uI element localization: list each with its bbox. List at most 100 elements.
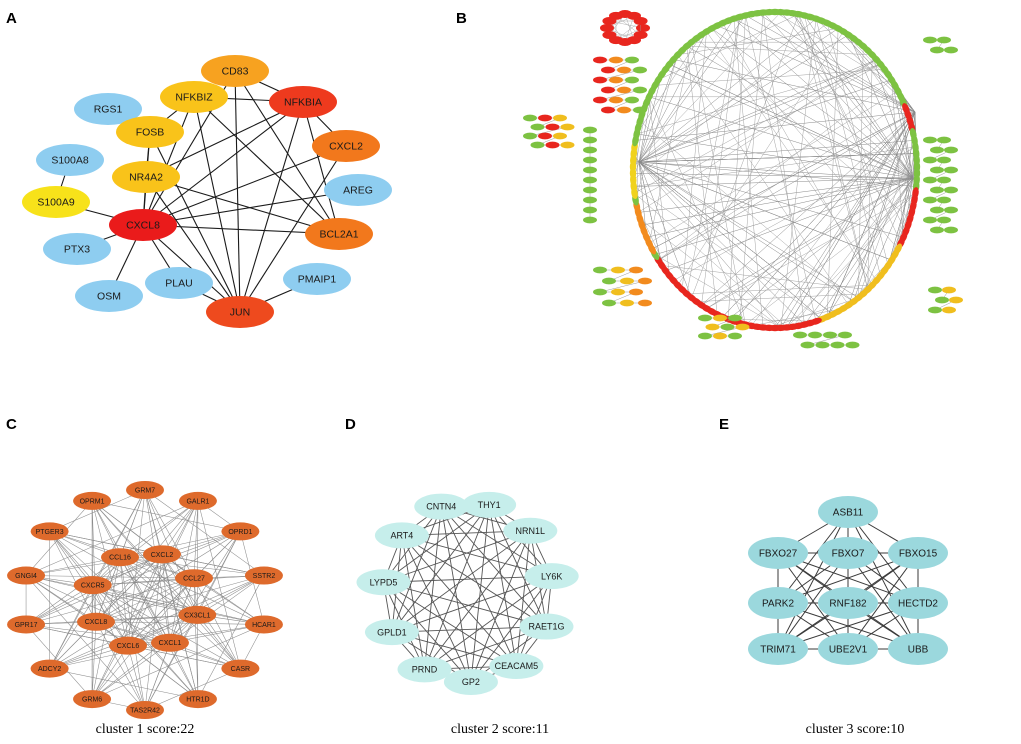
node-label: BCL2A1 [319,229,358,241]
network-edge [686,45,914,179]
network-node [629,266,643,274]
network-edge [887,177,914,266]
panel-c-node-oprd1: OPRD1 [221,522,260,541]
network-edge [686,46,718,315]
node-label: OSM [97,291,121,303]
node-label: RAET1G [528,622,564,632]
network-edge [843,31,912,128]
node-shape [748,587,808,619]
network-edge [25,575,171,644]
network-node [937,156,951,164]
network-edge [119,500,199,558]
network-edge [649,96,914,179]
network-edge [691,42,746,325]
node-label: CXCL6 [117,643,140,650]
network-edge [648,42,692,244]
node-shape [76,612,115,631]
node-shape [221,659,260,678]
network-edge [144,554,163,711]
network-edge [706,192,916,309]
network-edge [774,111,916,329]
network-edge [161,554,265,625]
panel-c-node-ccl16: CCL16 [101,548,140,567]
network-edge [624,15,635,43]
network-edge [665,69,914,179]
network-edge [780,18,817,328]
network-edge [197,500,241,669]
network-edge [632,11,782,167]
network-edge [858,140,915,298]
network-edge [638,177,914,213]
network-edge [862,177,914,294]
network-node [923,216,937,224]
node-label: PTX3 [64,244,90,256]
network-edge [599,280,646,293]
node-label: FBXO15 [899,549,938,560]
network-node [638,277,652,285]
network-node [583,196,597,204]
network-edge [92,489,146,586]
node-label: ART4 [390,531,413,541]
panel-c-node-ptger3: PTGER3 [30,522,69,541]
network-edge [144,642,171,711]
network-edge [762,12,914,179]
panel-d-cluster-network: THY1NRN1LLY6KRAET1GCEACAM5GP2PRNDGPLD1LY… [356,491,579,695]
network-node [935,296,949,304]
panel-b-network [523,8,963,349]
network-edge [648,96,746,325]
network-edge [95,531,241,623]
network-node [633,17,648,25]
network-edge [193,578,241,669]
network-edge [686,284,873,295]
network-node [583,126,597,134]
network-node [530,123,545,131]
network-node [583,176,597,184]
node-label: NRN1L [516,526,546,536]
network-node [923,176,937,184]
network-node [583,156,597,164]
panel-b-subnetwork-ring [600,10,650,46]
node-shape [178,491,217,510]
panel-e-node-park2: PARK2 [748,587,808,619]
panel-e-node-fbxo7: FBXO7 [818,537,878,569]
node-shape [175,569,214,588]
node-shape [374,522,429,549]
network-node [620,299,634,307]
network-node [593,288,607,296]
node-shape [73,491,112,510]
panel-c-node-ccl27: CCL27 [175,569,214,588]
network-edge [658,14,799,81]
network-node [800,341,815,349]
node-label: FOSB [136,127,165,139]
node-shape [364,619,419,646]
panel-e-node-ube2v1: UBE2V1 [818,633,878,665]
network-edge [383,581,472,683]
node-shape [178,690,217,709]
node-label: ADCY2 [38,666,61,673]
network-edge [127,645,241,669]
panel-c-node-hcar1: HCAR1 [244,615,283,634]
node-shape [888,537,948,569]
network-edge [49,585,93,669]
panel-c-node-gngi4: GNGI4 [7,566,46,585]
network-edge [815,177,914,322]
network-node [713,314,727,322]
network-node [593,96,607,104]
node-shape [73,690,112,709]
network-edge [145,176,340,235]
network-edge [142,96,195,226]
node-label: S100A8 [51,155,89,167]
network-node [698,332,712,340]
network-node [611,266,625,274]
network-edge [792,166,918,327]
node-label: HTR1D [186,697,209,704]
network-edge [197,531,241,615]
network-edge [848,111,916,306]
network-edge [391,506,442,633]
network-edge [871,54,914,179]
network-edge [95,554,163,622]
panel-d-node-ceacam5: CEACAM5 [489,653,544,680]
panel-b-subnetwork [928,286,963,314]
network-node [815,341,830,349]
